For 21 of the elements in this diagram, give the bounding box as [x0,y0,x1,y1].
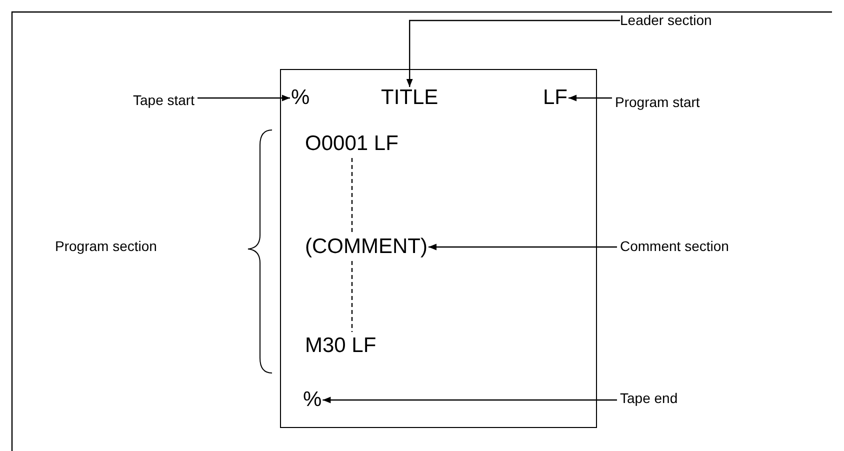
leader-line [428,244,617,250]
dotted-line [351,261,353,332]
callout-label: Program start [615,94,700,111]
leader-line [322,396,617,404]
tape-box [280,69,597,428]
section-label: Program section [55,238,157,255]
tape-code: % [303,388,322,412]
leader-line [406,20,620,87]
leader-line [568,94,612,102]
tape-code: LF [543,86,568,110]
dotted-line [351,158,353,233]
tape-code: M30 LF [305,334,376,358]
callout-label: Tape start [133,92,194,109]
tape-code: (COMMENT) [305,235,428,259]
tape-code: % [291,86,310,110]
leader-line [197,94,290,102]
callout-label: Leader section [620,12,712,29]
tape-code: O0001 LF [305,132,398,156]
tape-code: TITLE [381,86,438,110]
callout-label: Tape end [620,390,678,407]
callout-label: Comment section [620,238,729,255]
